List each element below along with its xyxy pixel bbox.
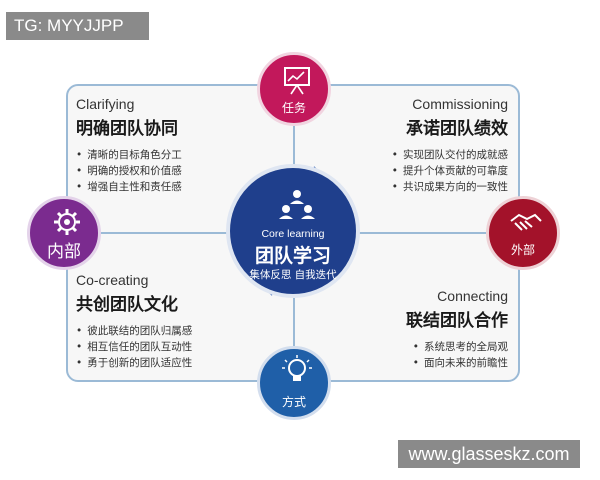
quadrant-co-creating: Co-creating 共创团队文化 彼此联结的团队归属感 相互信任的团队互动性… — [76, 272, 276, 371]
quadrant-title-zh: 共创团队文化 — [76, 295, 178, 315]
center-title-zh: 团队学习 — [254, 245, 331, 267]
center-title-en: Core learning — [261, 228, 325, 240]
list-item: 彼此联结的团队归属感 — [76, 323, 276, 339]
list-item: 系统思考的全局观 — [413, 339, 508, 355]
list-item: 提升个体贡献的可靠度 — [392, 163, 508, 179]
list-item: 面向未来的前瞻性 — [413, 355, 508, 371]
quadrant-title-en: Connecting — [437, 288, 508, 304]
watermark-top: TG: MYYJJPP — [6, 12, 149, 40]
quadrant-commissioning: Commissioning 承诺团队绩效 实现团队交付的成就感 提升个体贡献的可… — [326, 96, 508, 195]
lightbulb-icon — [282, 355, 312, 381]
quadrant-list: 实现团队交付的成就感 提升个体贡献的可靠度 共识成果方向的一致性 — [392, 147, 508, 195]
node-internal: 内部 — [27, 196, 101, 270]
team-people-icon — [279, 190, 315, 219]
handshake-icon — [510, 213, 542, 231]
axis-line-left — [68, 232, 228, 234]
quadrant-list: 清晰的目标角色分工 明确的授权和价值感 增强自主性和责任感 — [76, 147, 276, 195]
list-item: 明确的授权和价值感 — [76, 163, 276, 179]
quadrant-connecting: Connecting 联结团队合作 系统思考的全局观 面向未来的前瞻性 — [326, 288, 508, 371]
node-label: 外部 — [510, 243, 535, 257]
quadrant-title-en: Commissioning — [412, 96, 508, 112]
node-label: 方式 — [281, 395, 306, 409]
quadrant-list: 彼此联结的团队归属感 相互信任的团队互动性 勇于创新的团队适应性 — [76, 323, 276, 371]
quadrant-list: 系统思考的全局观 面向未来的前瞻性 — [413, 339, 508, 371]
list-item: 增强自主性和责任感 — [76, 179, 276, 195]
node-label: 任务 — [281, 101, 306, 115]
list-item: 勇于创新的团队适应性 — [76, 355, 276, 371]
quadrant-title-en: Clarifying — [76, 96, 135, 112]
quadrant-title-en: Co-creating — [76, 272, 149, 288]
list-item: 相互信任的团队互动性 — [76, 339, 276, 355]
node-external: 外部 — [486, 196, 560, 270]
quadrant-title-zh: 承诺团队绩效 — [406, 119, 508, 139]
list-item: 实现团队交付的成就感 — [392, 147, 508, 163]
node-method: 方式 — [257, 346, 331, 420]
node-label: 内部 — [47, 242, 81, 262]
quadrant-title-zh: 明确团队协同 — [76, 119, 178, 139]
center-core-learning: Core learning 团队学习 集体反思 自我迭代 — [226, 164, 360, 298]
quadrant-title-zh: 联结团队合作 — [406, 311, 508, 331]
center-subtitle: 集体反思 自我迭代 — [249, 269, 337, 281]
axis-line-top — [293, 86, 295, 166]
list-item: 清晰的目标角色分工 — [76, 147, 276, 163]
axis-line-right — [358, 232, 518, 234]
presentation-board-icon — [284, 67, 310, 95]
gear-icon — [54, 209, 80, 235]
list-item: 共识成果方向的一致性 — [392, 179, 508, 195]
node-task: 任务 — [257, 52, 331, 126]
axis-line-bottom — [293, 298, 295, 380]
quadrant-clarifying: Clarifying 明确团队协同 清晰的目标角色分工 明确的授权和价值感 增强… — [76, 96, 276, 195]
watermark-bottom: www.glasseskz.com — [398, 440, 580, 468]
